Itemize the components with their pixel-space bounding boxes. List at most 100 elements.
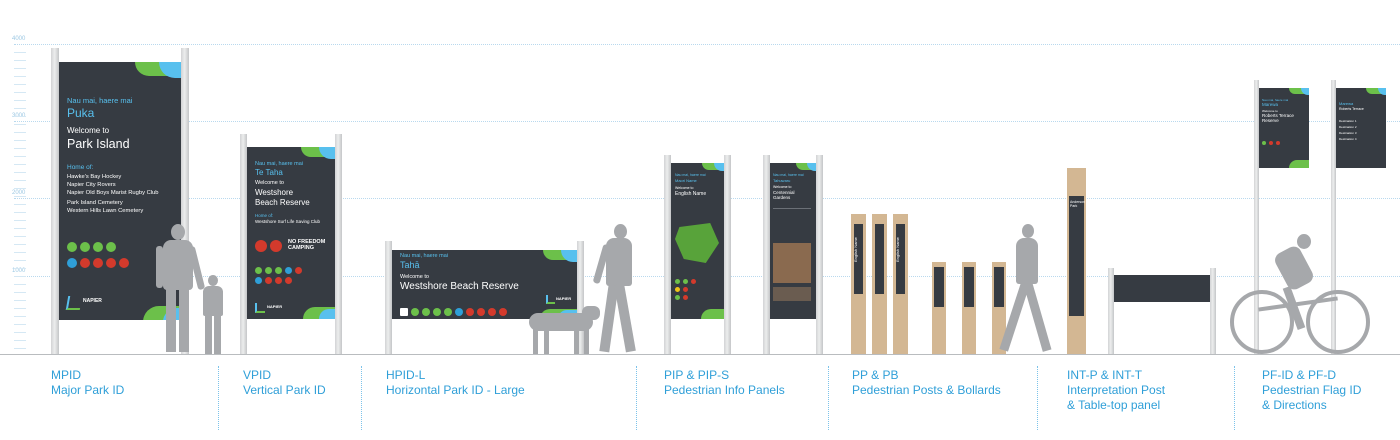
ruler-minor-tick (14, 324, 26, 325)
hpid-left-post (385, 241, 392, 354)
vpid-home-of-label: Home of: (255, 213, 274, 218)
vpid-home-of: Westshore Surf Life Saving Club (255, 219, 320, 224)
mpid-left-post (51, 48, 59, 354)
list-item: Napier Old Boys Marist Rugby Club (67, 190, 159, 196)
ruler-minor-tick (14, 100, 26, 101)
pf-id-panel: Nau mai, haere mai Marewa Welcome to Rob… (1259, 88, 1309, 168)
info-text-block (773, 208, 811, 241)
no-entry-icon (106, 258, 116, 268)
vpid-restriction-icons (255, 239, 285, 257)
ruler-minor-tick (14, 340, 26, 341)
caption-divider (1037, 366, 1038, 430)
mpid-logo-text: NAPIER (83, 298, 102, 304)
list-item: Park Island Cemetery (67, 200, 123, 206)
caption-title: Horizontal Park ID - Large (386, 383, 525, 397)
mpid-right-post (181, 48, 189, 354)
activity-icon (411, 308, 419, 316)
ruler-minor-tick (14, 244, 26, 245)
vpid-restriction-icons-2 (255, 271, 295, 289)
caption-divider (218, 366, 219, 430)
list-item: Napier City Rovers (67, 182, 116, 188)
list-item: Destination 4 (1339, 137, 1357, 141)
caption-vpid: VPID Vertical Park ID (243, 368, 326, 398)
pf-d-destinations: Destination 1 Destination 2 Destination … (1339, 118, 1357, 142)
tick-label-2000: 2000 (12, 190, 26, 196)
vpid-right-post (335, 134, 342, 354)
hpid-greeting: Nau mai, haere mai (400, 253, 448, 259)
pip-b-right-post (816, 155, 823, 354)
int-post (1067, 168, 1086, 354)
activity-icon (444, 308, 452, 316)
caption-title: & Table-top panel (1067, 398, 1161, 412)
brand-wave-graphic (1289, 160, 1309, 168)
mpid-activity-icons (67, 239, 119, 257)
list-item: Destination 3 (1339, 131, 1357, 135)
ruler-minor-tick (14, 140, 26, 141)
pf-id-name: Roberts Terrace Reserve (1262, 113, 1294, 123)
no-entry-icon (265, 277, 272, 284)
pip-b-maori: Tahuwaru (773, 178, 791, 183)
pip-b-panel: Nau mai, haere mai Tahuwaru Welcome to C… (770, 163, 816, 319)
ruler-minor-tick (14, 332, 26, 333)
parking-icon (400, 308, 408, 316)
pip-a-greeting: Nau mai, haere mai (675, 173, 706, 177)
brand-wave-graphic (543, 250, 577, 262)
ruler-minor-tick (14, 220, 26, 221)
caption-title: Major Park ID (51, 383, 125, 397)
ruler-minor-tick (14, 84, 26, 85)
ruler-minor-tick (14, 292, 26, 293)
ruler-minor-tick (14, 52, 26, 53)
pf-id-maori: Marewa (1262, 102, 1279, 107)
int-t-right-post (1210, 268, 1216, 354)
ruler-minor-tick (14, 276, 26, 277)
caption-hpid: HPID-L Horizontal Park ID - Large (386, 368, 525, 398)
info-icon (285, 267, 292, 274)
list-item: Destination 2 (1339, 125, 1357, 129)
no-entry-icon (285, 277, 292, 284)
list-item: Western Hills Lawn Cemetery (67, 208, 144, 214)
pedestrian-post (872, 214, 887, 354)
pf-d-sub: Roberts Terrace (1339, 107, 1364, 111)
caption-divider (1234, 366, 1235, 430)
activity-icon (106, 242, 116, 252)
ruler-minor-tick (14, 228, 26, 229)
ruler-minor-tick (14, 316, 26, 317)
pip-a-icons (675, 271, 699, 289)
caption-code: PP & PB (852, 368, 899, 382)
hpid-panel: Nau mai, haere mai Tahā Welcome to Wests… (392, 250, 577, 319)
ruler-minor-tick (14, 284, 26, 285)
ruler-minor-tick (14, 348, 26, 349)
caption-divider (828, 366, 829, 430)
ruler-minor-tick (14, 124, 26, 125)
caption-int: INT-P & INT-T Interpretation Post & Tabl… (1067, 368, 1165, 413)
list-item: Hawke's Bay Hockey (67, 174, 122, 180)
ruler-minor-tick (14, 132, 26, 133)
pf-d-maori: Marewa (1339, 101, 1354, 106)
list-item: Destination 1 (1339, 119, 1357, 123)
pf-d-panel: Marewa Roberts Terrace Destination 1 Des… (1336, 88, 1386, 168)
pip-a-name: English Name (675, 191, 707, 197)
vpid-left-post (240, 134, 247, 354)
no-entry-icon (275, 277, 282, 284)
napier-logo-icon (65, 296, 83, 310)
caption-code: VPID (243, 368, 272, 382)
activity-icon (265, 267, 272, 274)
no-entry-icon (477, 308, 485, 316)
ruler-minor-tick (14, 76, 26, 77)
ruler-minor-tick (14, 204, 26, 205)
caption-title: Vertical Park ID (243, 383, 326, 397)
hpid-welcome: Welcome to (400, 274, 429, 280)
no-entry-icon (295, 267, 302, 274)
no-entry-icon (488, 308, 496, 316)
gridline-3000 (14, 121, 1400, 122)
pf-d-post (1331, 80, 1336, 354)
historic-photo (773, 287, 811, 301)
vpid-park-name: Westshore Beach Reserve (255, 188, 310, 207)
pip-b-name: Centennial Gardens (773, 190, 795, 200)
pf-id-greeting: Nau mai, haere mai (1262, 98, 1289, 102)
pip-a-maori: Maori Name (675, 178, 697, 183)
activity-icon (67, 242, 77, 252)
historic-photo (773, 243, 811, 283)
pip-b-greeting: Nau mai, haere mai (773, 173, 804, 177)
post-label: English Name (853, 237, 858, 262)
